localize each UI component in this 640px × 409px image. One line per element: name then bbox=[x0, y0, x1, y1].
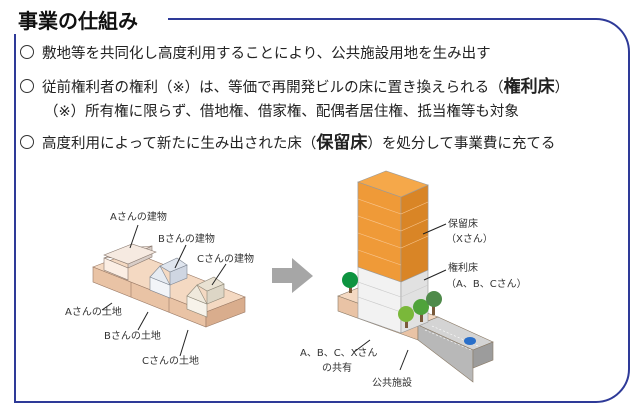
bullet-1: 敷地等を共同化し高度利用することにより、公共施設用地を生み出す bbox=[20, 42, 491, 63]
after-leader-lines bbox=[353, 223, 447, 371]
bullet-bold: 権利床 bbox=[503, 77, 555, 97]
label-land-a: Aさんの土地 bbox=[65, 305, 122, 318]
label-rights-owner: （A、B、Cさん） bbox=[446, 278, 527, 290]
bullet-text-after: ）を処分して事業費に充てる bbox=[367, 136, 556, 152]
house-a bbox=[103, 243, 157, 281]
label-land-c: Cさんの土地 bbox=[142, 354, 199, 367]
label-reserved-floor: 保留床 bbox=[448, 217, 478, 230]
label-land-b: Bさんの土地 bbox=[104, 329, 161, 342]
house-c bbox=[186, 276, 225, 318]
note-line: （※）所有権に限らず、借地権、借家権、配偶者居住権、抵当権等も対象 bbox=[44, 104, 519, 120]
bullet-2: 従前権利者の権利（※）は、等価で再開発ビルの床に置き換えられる（権利床） bbox=[20, 72, 569, 97]
label-shared-land: A、B、C、Xさん bbox=[300, 347, 378, 359]
tower bbox=[357, 170, 429, 334]
bullet-bold: 保留床 bbox=[316, 133, 368, 153]
bullet-text: 敷地等を共同化し高度利用することにより、公共施設用地を生み出す bbox=[42, 46, 491, 62]
label-building-b: Bさんの建物 bbox=[158, 232, 215, 245]
title-mask bbox=[8, 4, 168, 34]
label-building-a: Aさんの建物 bbox=[110, 210, 167, 223]
circle-bullet-icon bbox=[20, 135, 34, 149]
circle-bullet-icon bbox=[20, 45, 34, 59]
arrow-right-icon bbox=[272, 258, 313, 293]
bullet-3: 高度利用によって新たに生み出された床（保留床）を処分して事業費に充てる bbox=[20, 128, 555, 153]
label-rights-floor: 権利床 bbox=[448, 261, 478, 274]
trees bbox=[342, 272, 442, 328]
label-reserved-owner: （Xさん） bbox=[446, 233, 493, 245]
car-icon bbox=[464, 337, 476, 345]
bullet-text-after: ） bbox=[554, 80, 570, 96]
bullet-text: 従前権利者の権利（※）は、等価で再開発ビルの床に置き換えられる（ bbox=[42, 80, 504, 96]
label-public-facility: 公共施設 bbox=[372, 376, 412, 389]
circle-bullet-icon bbox=[20, 79, 34, 93]
page-title: 事業の仕組み bbox=[18, 9, 138, 33]
before-leader-lines bbox=[101, 224, 227, 357]
label-shared-land-2: の共有 bbox=[322, 361, 352, 374]
content-frame bbox=[14, 18, 630, 403]
label-building-c: Cさんの建物 bbox=[197, 252, 254, 265]
house-b bbox=[149, 257, 188, 299]
bullet-text: 高度利用によって新たに生み出された床（ bbox=[42, 136, 317, 152]
